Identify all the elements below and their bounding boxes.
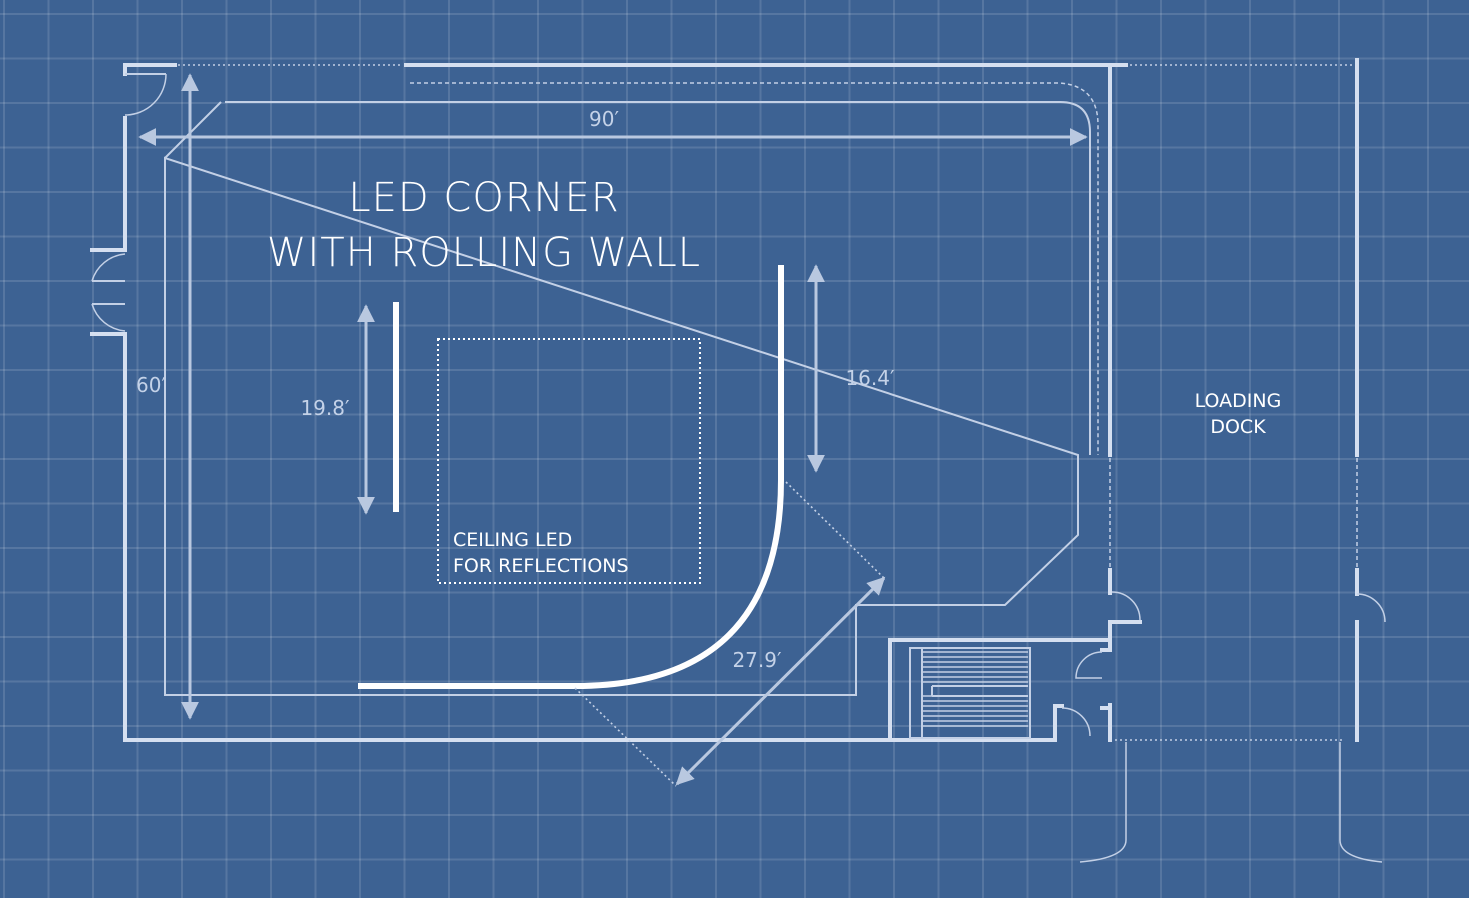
ceiling-led-label-line-1: CEILING LED (453, 529, 572, 551)
right-wall-dimension-label: 16.4′ (845, 366, 895, 390)
doors (91, 73, 1386, 863)
ceiling-led-area (437, 338, 701, 584)
overall-dimensions (138, 73, 1088, 720)
ceiling-led-label-line-2: FOR REFLECTIONS (453, 555, 629, 577)
stairwell (888, 638, 1112, 742)
diagonal-dimension-label: 27.9′ (732, 648, 782, 672)
stage-outline (164, 82, 1099, 696)
width-dimension-label: 90′ (589, 107, 619, 131)
left-wall-dimension-label: 19.8′ (300, 396, 350, 420)
title-line-2: WITH ROLLING WALL (267, 230, 701, 276)
led-walls (358, 265, 784, 689)
loading-dock-label-line-1: LOADING (1195, 390, 1282, 412)
depth-dimension-label: 60′ (136, 373, 166, 397)
loading-dock-label-line-2: DOCK (1210, 416, 1266, 438)
led-rolling-curve-wall (358, 265, 784, 689)
title-line-1: LED CORNER (348, 175, 619, 221)
outer-walls (90, 58, 1359, 742)
diagonal-dimension-arrow (675, 576, 886, 786)
led-dimensions (357, 264, 887, 787)
